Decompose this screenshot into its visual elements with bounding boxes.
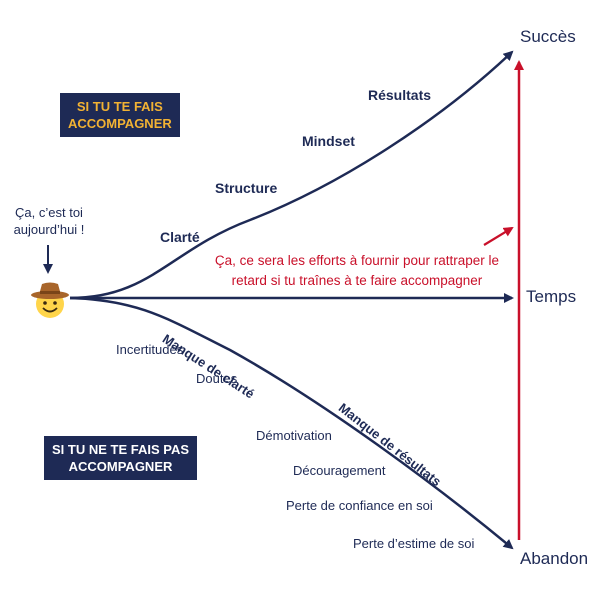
step-clarity: Clarté <box>160 229 200 245</box>
effort-note: Ça, ce sera les efforts à fournir pour r… <box>214 251 500 291</box>
step-structure: Structure <box>215 180 278 196</box>
success-path-arrow <box>69 50 514 300</box>
step-results: Résultats <box>368 87 432 103</box>
item-loss-of-confidence: Perte de confiance en soi <box>286 498 433 513</box>
bottom-badge: SI TU NE TE FAIS PAS ACCOMPAGNER <box>44 436 198 480</box>
step-mindset: Mindset <box>302 133 355 149</box>
time-label: Temps <box>526 287 577 306</box>
effort-note-line-1: Ça, ce sera les efforts à fournir pour r… <box>214 253 500 268</box>
effort-note-line-2: retard si tu traînes à te faire accompag… <box>231 273 483 288</box>
you-are-here-line-1: Ça, c’est toi <box>15 205 83 220</box>
top-badge-line-2: ACCOMPAGNER <box>68 116 172 131</box>
bottom-badge-line-1: SI TU NE TE FAIS PAS <box>52 442 190 457</box>
item-uncertainties: Incertitudes <box>116 342 184 357</box>
abandon-path-arrow <box>69 296 514 550</box>
success-label: Succès <box>520 27 576 46</box>
top-badge-line-1: SI TU TE FAIS <box>76 99 163 114</box>
effort-pointer-arrow <box>483 226 514 246</box>
bottom-badge-line-2: ACCOMPAGNER <box>68 459 173 474</box>
you-are-here-note: Ça, c’est toi aujourd’hui ! <box>8 204 90 238</box>
item-discouragement: Découragement <box>293 463 386 478</box>
item-loss-of-self-esteem: Perte d’estime de soi <box>353 536 475 551</box>
item-doubts: Doutes <box>196 371 238 386</box>
abandon-label: Abandon <box>520 549 589 568</box>
cowboy-hat-face-icon <box>31 282 69 318</box>
you-are-here-line-2: aujourd’hui ! <box>13 222 85 237</box>
item-demotivation: Démotivation <box>256 428 332 443</box>
top-badge: SI TU TE FAIS ACCOMPAGNER <box>60 93 180 137</box>
